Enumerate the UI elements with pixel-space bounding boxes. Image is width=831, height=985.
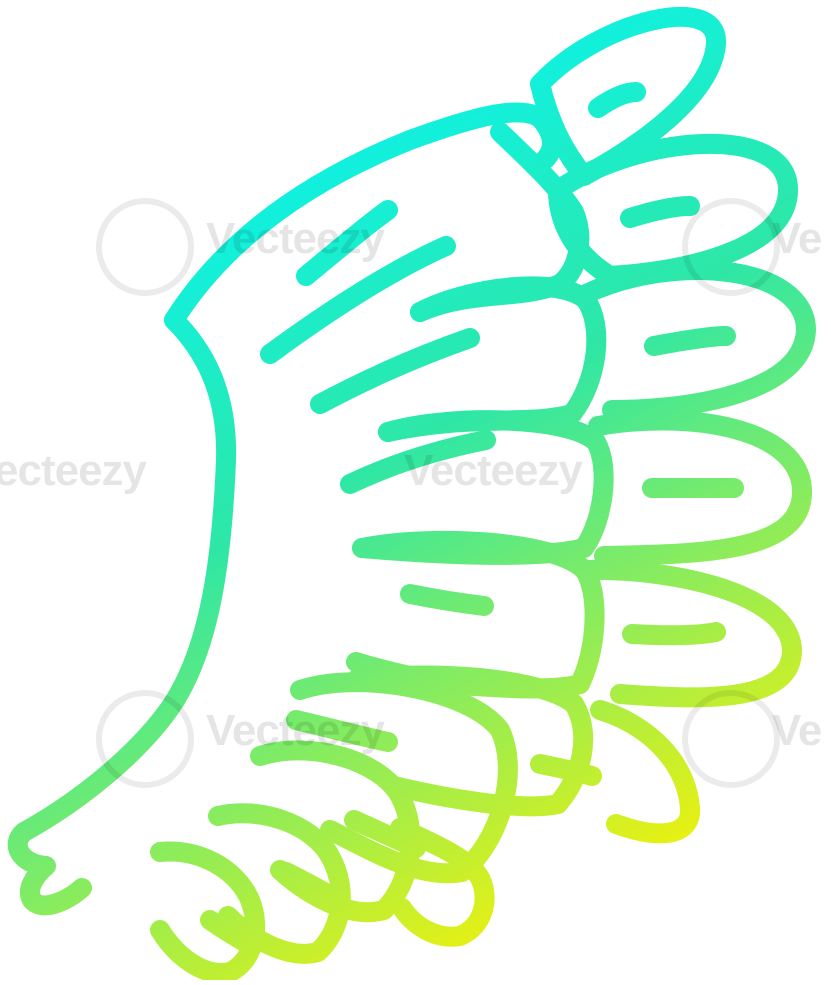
wing-top-edge: [164, 102, 562, 330]
shaft-line-3: [310, 328, 480, 414]
shaft-line-1: [296, 200, 398, 286]
feather-row-1-detail: [620, 196, 700, 228]
feather-row-4-detail: [622, 622, 726, 646]
shaft-line-7: [286, 710, 398, 752]
inner-feather-e: [346, 665, 594, 817]
top-feather: [530, 6, 726, 186]
feather-row-2: [576, 260, 816, 420]
wing-arm-edge: [7, 310, 237, 916]
shaft-line-2: [260, 236, 456, 364]
shaft-line-10: [200, 910, 258, 954]
inner-feather-c: [352, 410, 614, 565]
top-feather-detail: [588, 82, 646, 118]
shaft-line-6: [346, 652, 440, 690]
shaft-line-5: [400, 584, 494, 616]
shaft-line-8: [344, 810, 426, 858]
lower-feather-5: [390, 818, 495, 947]
shaft-line-9: [276, 862, 348, 910]
feather-row-3: [588, 410, 813, 566]
feather-row-5: [590, 700, 700, 844]
feather-row-4: [574, 559, 802, 708]
feather-row-2-detail: [644, 326, 736, 356]
shaft-line-4: [340, 430, 496, 494]
